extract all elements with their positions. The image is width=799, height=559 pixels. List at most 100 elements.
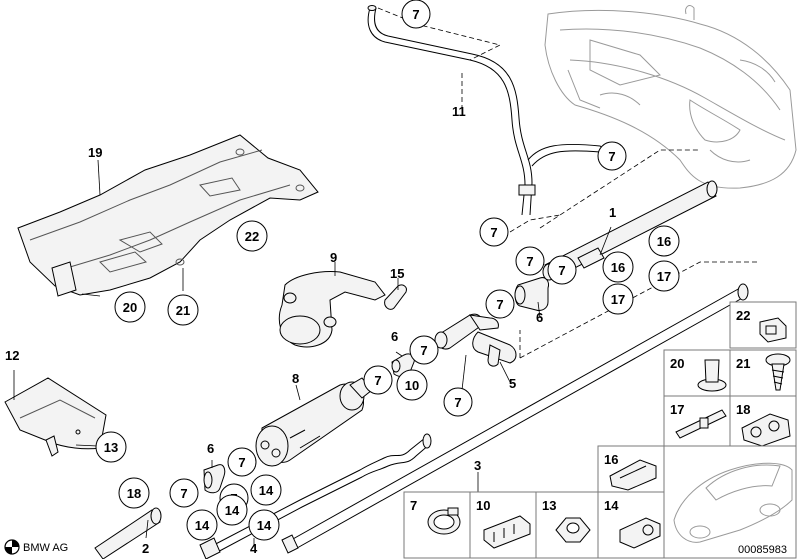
label-6b: 6 [391,329,398,344]
callout: 14 [216,494,248,526]
nut-icon [555,517,591,543]
fuel-pump [255,377,373,467]
filter-bracket [278,271,386,348]
multi-clip-icon [483,515,531,549]
callout: 22 [236,220,268,252]
clip-icon [619,517,661,549]
legend-label: 10 [476,498,490,513]
svg-text:7: 7 [454,395,461,410]
pipe-clip-icon [609,459,657,491]
svg-text:20: 20 [123,300,137,315]
callout: 20 [114,291,146,323]
callout: 14 [186,509,218,541]
callout: 7 [515,246,545,276]
callout: 17 [648,260,680,292]
callout: 7 [443,387,473,417]
svg-text:16: 16 [611,260,625,275]
screw-icon [765,353,791,391]
svg-text:7: 7 [608,149,615,164]
svg-text:7: 7 [412,7,419,22]
push-rivet-icon [697,359,727,392]
underbody-shield [17,134,319,297]
callout: 7 [409,335,439,365]
svg-text:7: 7 [558,263,565,278]
legend-label: 22 [736,308,750,323]
fuel-line-4 [199,433,432,559]
label-19: 19 [88,145,102,160]
label-1: 1 [609,205,616,220]
bmw-logo [4,539,20,555]
fuel-tank-ghost [544,5,797,189]
callout: 14 [248,509,280,541]
callout: 7 [227,447,257,477]
label-2: 2 [142,541,149,556]
label-6a: 6 [536,310,543,325]
svg-text:14: 14 [257,518,272,533]
fuel-pipe-2 [94,507,162,559]
legend-grid: 22 20 21 17 18 [403,301,797,559]
double-clip-icon [741,413,791,447]
vent-line [367,5,607,216]
svg-text:16: 16 [657,234,671,249]
callout: 14 [250,474,282,506]
svg-text:17: 17 [657,269,671,284]
bracket-icon [675,409,727,439]
rubber-mount [384,284,407,310]
label-3: 3 [474,458,481,473]
svg-text:13: 13 [104,440,118,455]
coupler-top [514,277,549,311]
brand-text: BMW AG [23,542,68,554]
svg-text:7: 7 [238,455,245,470]
part-labels: 19 11 1 9 15 6 6 6 8 5 3 2 4 12 [5,104,616,556]
svg-text:17: 17 [611,292,625,307]
legend-label: 14 [604,498,619,513]
callout: 16 [648,225,680,257]
callout: 7 [485,289,515,319]
legend-label: 21 [736,356,750,371]
callout: 7 [363,365,393,395]
callout: 7 [547,255,577,285]
svg-text:7: 7 [490,225,497,240]
label-4: 4 [250,541,258,556]
svg-text:7: 7 [420,343,427,358]
callouts: 7 7 7 7 7 7 7 7 7 7 7 7 16 16 17 17 22 2… [95,0,680,541]
callout: 13 [95,431,127,463]
svg-text:7: 7 [180,486,187,501]
coupler-bottom [203,464,226,494]
image-number: 00085983 [738,544,787,556]
fuel-line-3 [281,283,749,554]
label-8: 8 [292,371,299,386]
callout: 7 [597,141,627,171]
label-12: 12 [5,348,19,363]
tee-fitting [434,313,517,367]
label-6c: 6 [207,441,214,456]
legend-label: 16 [604,452,618,467]
svg-text:14: 14 [225,503,240,518]
clip-icon [759,317,787,343]
callout: 16 [602,251,634,283]
legend-label: 13 [542,498,556,513]
legend-label: 20 [670,356,684,371]
callout: 10 [396,369,428,401]
svg-text:21: 21 [176,303,190,318]
heat-shield [4,377,107,457]
svg-text:7: 7 [496,297,503,312]
callout: 21 [167,294,199,326]
label-9: 9 [330,250,337,265]
svg-text:14: 14 [195,518,210,533]
legend-label: 17 [670,402,684,417]
callout: 7 [479,217,509,247]
hose-clamp-icon [427,507,461,535]
svg-text:7: 7 [374,373,381,388]
svg-text:7: 7 [526,254,533,269]
car-silhouette [673,462,793,543]
legend-label: 7 [410,498,417,513]
svg-text:18: 18 [127,486,141,501]
svg-text:22: 22 [245,229,259,244]
callout: 7 [401,0,431,29]
callout: 18 [118,477,150,509]
svg-text:14: 14 [259,483,274,498]
svg-text:10: 10 [405,378,419,393]
callout: 17 [602,283,634,315]
